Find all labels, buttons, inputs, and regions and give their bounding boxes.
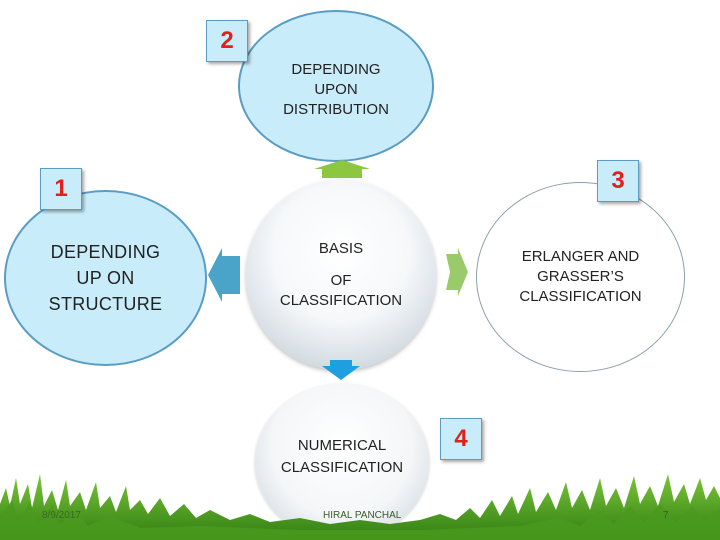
distribution-line3: DISTRIBUTION (283, 101, 389, 118)
number-badge-3: 3 (597, 160, 639, 202)
distribution-line1: DEPENDING (291, 61, 381, 78)
number-badge-2: 2 (206, 20, 248, 62)
numerical-circle: NUMERICAL CLASSIFICATION (255, 384, 429, 540)
footer-date: 8/9/2017 (42, 510, 81, 521)
erlanger-line3: CLASSIFICATION (519, 288, 642, 305)
numerical-line1: NUMERICAL (297, 437, 387, 454)
footer-page-number: 7 (663, 510, 669, 521)
structure-circle: DEPENDING UP ON STRUCTURE (4, 190, 207, 366)
basis-circle: BASIS OF CLASSIFICATION (246, 180, 436, 370)
structure-line1: DEPENDING (50, 242, 161, 262)
distribution-circle: DEPENDING UPON DISTRIBUTION (238, 10, 434, 162)
number-badge-1: 1 (40, 168, 82, 210)
basis-line2: OF (330, 272, 352, 289)
numerical-line2: CLASSIFICATION (280, 459, 404, 476)
arrow-right-icon (446, 248, 468, 296)
erlanger-grasser-circle: ERLANGER AND GRASSER’S CLASSIFICATION (476, 182, 685, 372)
arrow-up-icon (314, 160, 370, 178)
grass-border-image (0, 474, 720, 540)
footer-author: HIRAL PANCHAL (323, 510, 402, 521)
structure-line2: UP ON (76, 268, 135, 288)
erlanger-line1: ERLANGER AND (521, 248, 640, 265)
arrow-left-icon (208, 248, 240, 302)
basis-line1: BASIS (318, 240, 364, 257)
number-badge-4: 4 (440, 418, 482, 460)
arrow-down-icon (322, 360, 360, 380)
erlanger-line2: GRASSER’S (537, 268, 624, 285)
basis-line3: CLASSIFICATION (279, 292, 403, 309)
structure-line3: STRUCTURE (48, 294, 163, 314)
distribution-line2: UPON (314, 81, 358, 98)
